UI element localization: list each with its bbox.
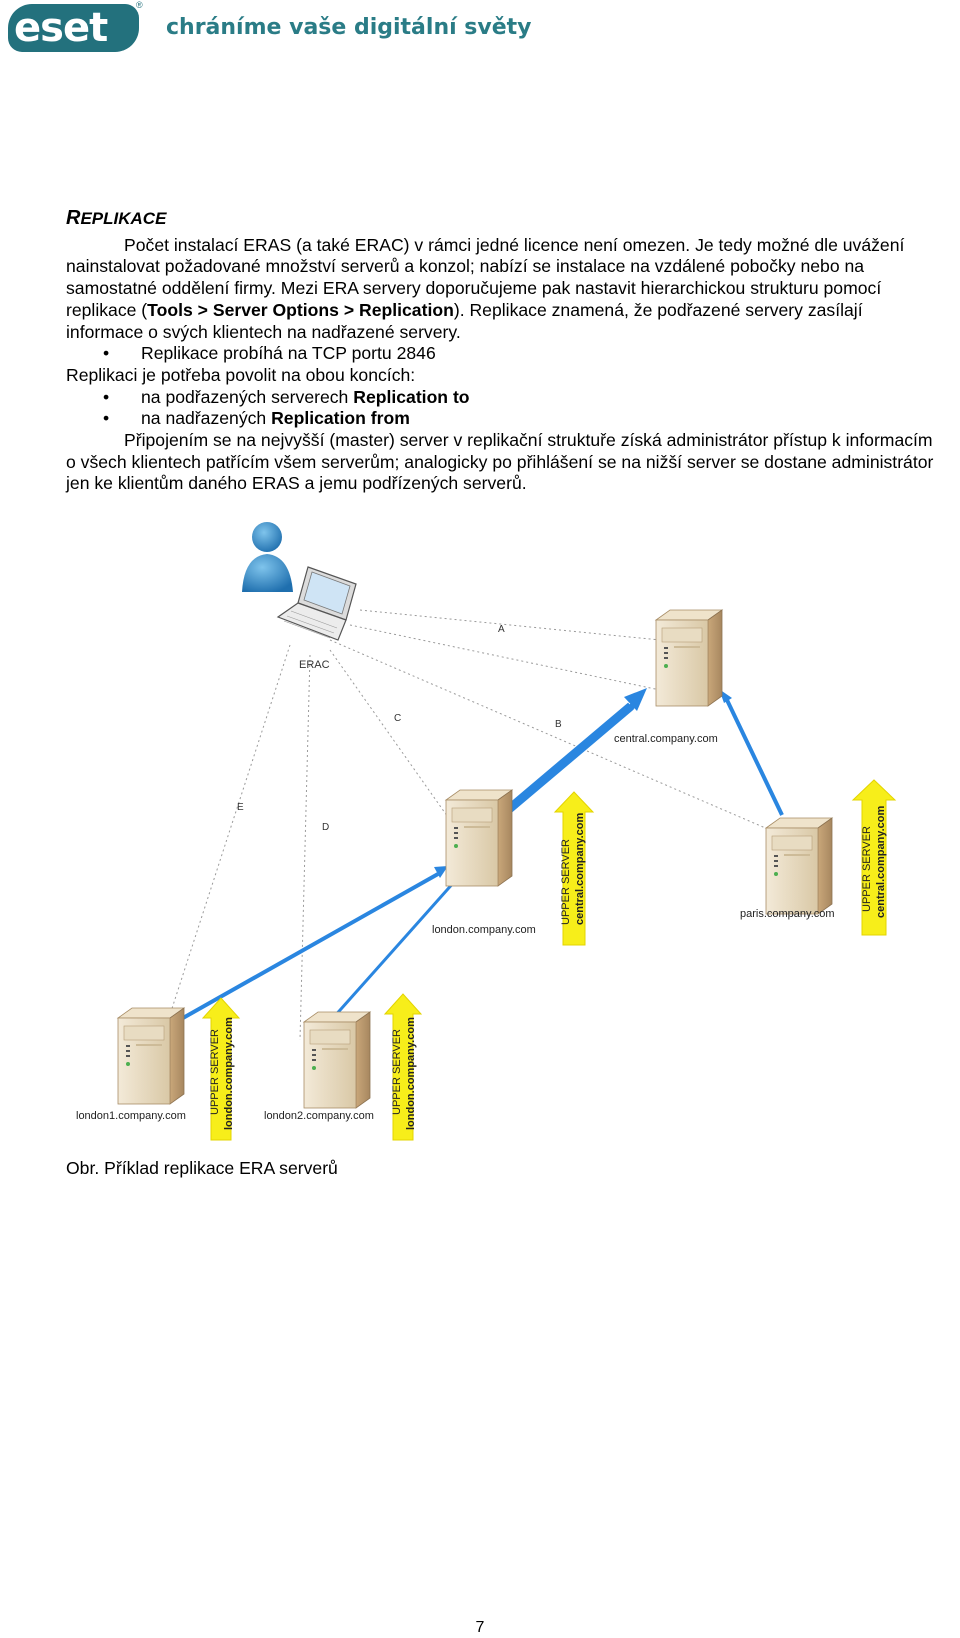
server-label-paris: paris.company.com — [740, 908, 835, 920]
tagline: chráníme vaše digitální světy — [166, 15, 532, 40]
bullet-replication-from: na nadřazených Replication from — [66, 408, 944, 430]
figure-caption: Obr. Příklad replikace ERA serverů — [66, 1158, 338, 1178]
upper-arrow-paris: UPPER SERVER central.company.com — [851, 779, 897, 936]
upper-target: london.company.com — [223, 1017, 235, 1130]
server-london — [445, 789, 513, 887]
replication-both-ends: Replikaci je potřeba povolit na obou kon… — [66, 364, 416, 385]
page-number: 7 — [475, 1619, 485, 1636]
menu-path: Tools > Server Options > Replication — [147, 299, 454, 320]
server-label-london2: london2.company.com — [264, 1110, 374, 1122]
console-connections — [164, 609, 771, 1041]
server-paris — [765, 817, 833, 915]
upper-target: central.company.com — [875, 806, 887, 918]
svg-text:UPPER SERVER: UPPER SERVER — [209, 1029, 221, 1115]
server-label-london1: london1.company.com — [76, 1110, 186, 1122]
laptop-icon — [276, 566, 357, 641]
svg-text:london.company.com: london.company.com — [405, 1017, 417, 1130]
bullet-replication-to: na podřazených serverech Replication to — [66, 387, 944, 409]
user-icon — [242, 522, 293, 592]
svg-text:central.company.com: central.company.com — [574, 813, 586, 925]
upper-arrow-london1: UPPER SERVER london.company.com — [201, 997, 241, 1141]
svg-text:UPPER SERVER: UPPER SERVER — [391, 1029, 403, 1115]
server-london2 — [303, 1011, 371, 1109]
section-title: REPLIKACE — [66, 207, 167, 229]
upper-target: london.company.com — [405, 1017, 417, 1130]
svg-text:UPPER SERVER: UPPER SERVER — [560, 839, 572, 925]
server-central — [655, 609, 723, 707]
connection-label-a: A — [498, 624, 505, 635]
svg-text:london.company.com: london.company.com — [223, 1017, 235, 1130]
connection-label-c: C — [394, 713, 401, 724]
paragraph-intro: Počet instalací ERAS (a také ERAC) v rám… — [66, 234, 905, 342]
connection-label-b: B — [555, 719, 562, 730]
upper-label: UPPER SERVER — [560, 839, 572, 925]
logo-text: eset — [14, 5, 108, 51]
replication-diagram: A B C D E ERAC central.company.com lo — [76, 522, 897, 1141]
main-content: REPLIKACE Počet instalací ERAS (a také E… — [66, 207, 944, 495]
upper-label: UPPER SERVER — [209, 1029, 221, 1115]
upper-arrow-london2: UPPER SERVER london.company.com — [383, 993, 423, 1141]
upper-label: UPPER SERVER — [861, 826, 873, 912]
server-label-london: london.company.com — [432, 924, 536, 936]
upper-target: central.company.com — [574, 813, 586, 925]
bullet-tcp-port: Replikace probíhá na TCP portu 2846 — [66, 343, 944, 365]
registered-mark: ® — [136, 0, 143, 10]
upper-arrow-london: UPPER SERVER central.company.com — [553, 791, 595, 946]
eset-logo: eset — [8, 4, 139, 52]
svg-text:UPPER SERVER: UPPER SERVER — [861, 826, 873, 912]
connection-label-d: D — [322, 822, 329, 833]
svg-text:central.company.com: central.company.com — [875, 806, 887, 918]
paragraph-master: Připojením se na nejvyšší (master) serve… — [66, 430, 934, 494]
connection-label-e: E — [237, 802, 244, 813]
console-label: ERAC — [299, 659, 330, 671]
server-label-central: central.company.com — [614, 733, 718, 745]
upper-label: UPPER SERVER — [391, 1029, 403, 1115]
server-london1 — [117, 1007, 185, 1105]
